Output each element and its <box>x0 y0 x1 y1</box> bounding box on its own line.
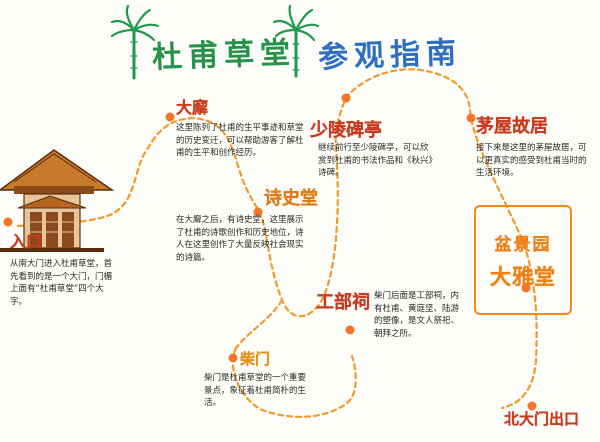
chaimen-note: 柴门是杜甫草堂的一个重要景点，象征着杜甫简朴的生活。 <box>204 373 307 408</box>
bonsai-garden-box: 盆景园 大雅堂 <box>474 205 572 315</box>
title-main: 杜甫草堂 <box>151 35 297 76</box>
dot-shaoling <box>341 93 351 103</box>
dot-dalang <box>165 112 175 122</box>
title-sub: 参观指南 <box>317 35 463 76</box>
gongbu-note: 柴门后面是工部祠，内有杜甫、黄庭坚、陆游的塑像，是文人祭祀、朝拜之所。 <box>374 291 460 339</box>
tour-route-link <box>234 298 284 350</box>
tour-route-lower <box>231 346 357 418</box>
exit-label: 北大门出口 <box>504 410 580 428</box>
thatched-house-icon <box>0 149 115 252</box>
bonsai-garden-label: 盆景园 <box>494 234 552 255</box>
dot-exit-box <box>521 283 531 293</box>
shishitang-note: 在大廨之后，有诗史堂，这里展示了杜甫的诗歌创作和历史地位，诗人在这里创作了大量反… <box>176 215 304 263</box>
dot-entrance <box>3 217 13 227</box>
shaoling-label: 少陵碑亭 <box>310 120 382 141</box>
chaimen-label: 柴门 <box>240 350 271 368</box>
maowu-label: 茅屋故居 <box>476 116 548 137</box>
dot-gongbu <box>345 325 355 335</box>
dot-shishitang <box>253 207 263 217</box>
entrance-label: 入口 <box>10 232 43 251</box>
bamboo-right-icon <box>272 4 320 78</box>
dalang-label: 大廨 <box>176 98 209 117</box>
dot-maowu <box>466 113 476 123</box>
daya-hall-label: 大雅堂 <box>490 264 556 289</box>
dot-chaimen <box>228 353 238 363</box>
tour-route <box>16 68 538 410</box>
entrance-note: 从南大门进入杜甫草堂，首先看到的是一个大门，门楣上面有“杜甫草堂”四个大字。 <box>10 259 113 307</box>
stop-dots <box>3 93 537 411</box>
dot-exit <box>527 401 537 411</box>
dalang-note: 这里陈列了杜甫的生平事迹和草堂的历史变迁，可以帮助游客了解杜甫的生平和创作经历。 <box>176 123 304 158</box>
shaoling-note: 继续前行至少陵碑亭，可以欣赏到杜甫的书法作品和《秋兴》诗碑。 <box>318 143 433 178</box>
bamboo-left-icon <box>110 4 160 80</box>
maowu-note: 接下来是这里的茅屋故居，可以更真实的感受到杜甫当时的生活环境。 <box>476 143 587 178</box>
shishitang-label: 诗史堂 <box>264 188 318 209</box>
gongbu-label: 工部祠 <box>316 292 370 313</box>
